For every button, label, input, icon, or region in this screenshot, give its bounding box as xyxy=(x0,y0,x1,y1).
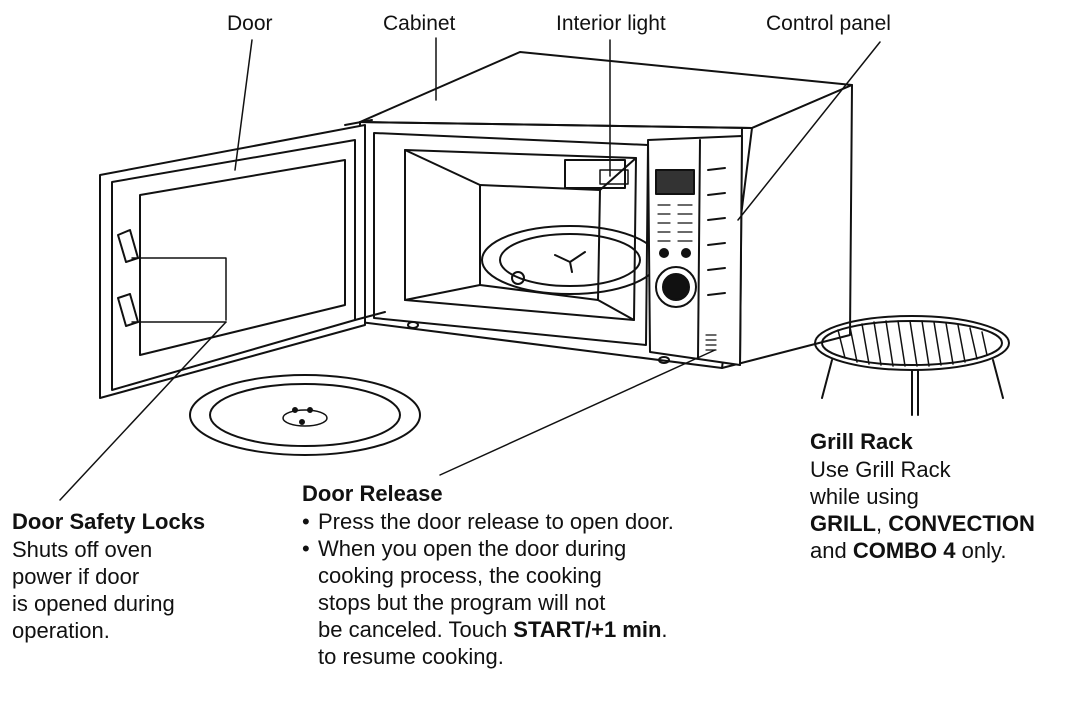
glass-tray xyxy=(189,374,421,456)
oven-cavity xyxy=(373,132,649,346)
grill-rack-line: GRILL, CONVECTION xyxy=(810,510,1080,537)
grill-rack-text: and xyxy=(810,538,853,563)
grill-rack-line: and COMBO 4 only. xyxy=(810,537,1080,564)
start-plus-one-min: START/+1 min xyxy=(513,617,662,642)
label-door: Door xyxy=(227,12,273,35)
door-safety-locks-line: operation. xyxy=(12,618,110,643)
label-control-panel: Control panel xyxy=(766,12,891,35)
door-safety-locks-line: is opened during xyxy=(12,591,175,616)
control-panel-art xyxy=(407,135,743,366)
grill-rack-line: while using xyxy=(810,484,919,509)
cabinet xyxy=(359,51,853,369)
open-door xyxy=(99,119,386,399)
door-safety-locks-line: Shuts off oven xyxy=(12,537,153,562)
door-safety-locks-title: Door Safety Locks xyxy=(12,509,206,534)
door-release-callout: Door Release Press the door release to o… xyxy=(302,480,782,670)
door-release-bullet-2-line: stops but the program will not xyxy=(318,590,606,615)
door-release-bullet-2-line: When you open the door during xyxy=(318,536,627,561)
door-release-title: Door Release xyxy=(302,481,443,506)
label-cabinet: Cabinet xyxy=(383,12,456,35)
door-release-bullet-2: When you open the door during cooking pr… xyxy=(302,535,782,670)
grill-rack xyxy=(814,315,1010,416)
door-release-bullets: Press the door release to open door. Whe… xyxy=(302,508,782,670)
door-release-text: . xyxy=(661,617,668,642)
door-release-bullet-2-line: be canceled. Touch START/+1 min. xyxy=(318,616,782,643)
grill-rack-title: Grill Rack xyxy=(810,429,913,454)
convection-mode: CONVECTION xyxy=(888,511,1035,536)
grill-rack-line: Use Grill Rack xyxy=(810,457,951,482)
combo-4-mode: COMBO 4 xyxy=(852,538,956,563)
door-release-bullet-1: Press the door release to open door. xyxy=(302,508,782,535)
door-release-bullet-2-line: cooking process, the cooking xyxy=(318,563,602,588)
door-release-text: be canceled. Touch xyxy=(318,617,514,642)
grill-rack-callout: Grill Rack Use Grill Rack while using GR… xyxy=(810,428,1080,564)
grill-mode: GRILL xyxy=(810,511,876,536)
door-release-bullet-2-line: to resume cooking. xyxy=(318,644,504,669)
leader-lines xyxy=(59,37,881,501)
label-interior-light: Interior light xyxy=(556,12,666,35)
door-safety-locks-line: power if door xyxy=(12,564,140,589)
door-safety-locks-callout: Door Safety Locks Shuts off oven power i… xyxy=(12,508,282,644)
grill-rack-text: , xyxy=(876,511,889,536)
grill-rack-text: only. xyxy=(955,538,1007,563)
